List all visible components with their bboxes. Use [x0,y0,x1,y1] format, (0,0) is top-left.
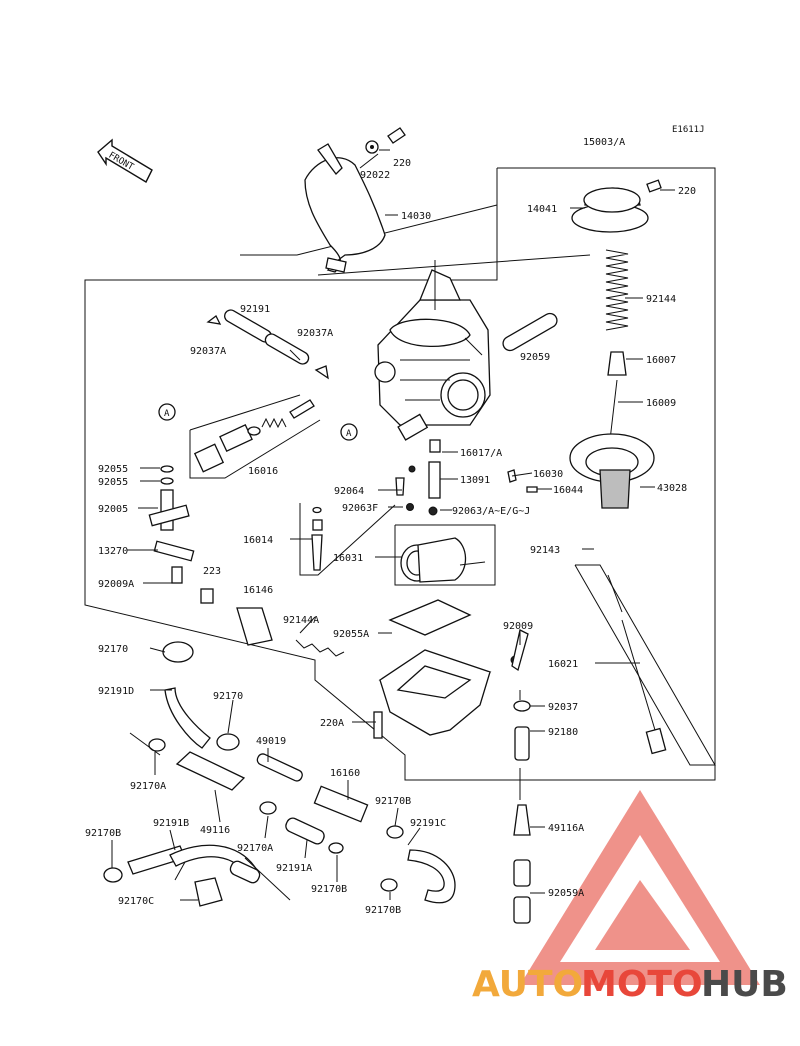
label-92191a: 92191A [276,863,312,874]
label-49116: 49116 [200,825,230,836]
leader-lines [111,149,675,901]
needle-drawing [607,351,627,441]
intake-16031-drawing [400,537,486,583]
label-16031: 16031 [333,553,363,564]
label-92191-top: 92191 [240,304,270,315]
label-92063a-eg-j: 92063/A~E/G~J [452,506,530,517]
label-92005: 92005 [98,504,128,515]
watermark-auto: AUTO [472,964,583,1005]
label-43028: 43028 [657,483,687,494]
label-220-cap: 220 [678,186,696,197]
label-92055-upper: 92055 [98,464,128,475]
right-column-parts-drawing [513,700,531,924]
label-92144a: 92144A [283,615,319,626]
top-cap-drawing [571,179,662,233]
watermark-text: AUTO MOTO HUB [472,964,788,1005]
label-92191d: 92191D [98,686,134,697]
diagram-reference-code: E1611J [672,125,705,135]
part-labels: 220 92022 14030 15003/A 220 14041 92144 … [85,137,696,916]
label-16160: 16160 [330,768,360,779]
float-bowl-drawing [236,599,529,739]
label-16044: 16044 [553,485,583,496]
label-92037: 92037 [548,702,578,713]
pipe-92059-drawing [502,312,558,352]
label-92055a: 92055A [333,629,369,640]
carburetor-body-drawing [374,260,491,441]
spring-drawing [605,249,629,331]
needle-16021-drawing [607,574,667,755]
label-92191b: 92191B [153,818,189,829]
label-15003a: 15003/A [583,137,625,148]
label-92059: 92059 [520,352,550,363]
label-92009: 92009 [503,621,533,632]
svg-text:A: A [346,429,352,439]
label-220a: 220A [320,718,344,729]
reference-marker-a: A A [158,403,358,441]
watermark-hub: HUB [701,964,788,1005]
front-arrow-icon: FRONT [97,138,153,183]
label-49019: 49019 [256,736,286,747]
label-92055-lower: 92055 [98,477,128,488]
label-49116a: 49116A [548,823,584,834]
cover-part-drawing [304,127,406,273]
watermark-logo [520,790,760,985]
label-16009: 16009 [646,398,676,409]
label-92191c: 92191C [410,818,446,829]
label-92009a: 92009A [98,579,134,590]
label-16030: 16030 [533,469,563,480]
label-14041: 14041 [527,204,557,215]
label-92170b-bottom: 92170B [365,905,401,916]
label-92170a-left: 92170A [130,781,166,792]
label-92180: 92180 [548,727,578,738]
label-16017a: 16017/A [460,448,502,459]
label-16016: 16016 [248,466,278,477]
label-16021: 16021 [548,659,578,670]
label-92170-top: 92170 [98,644,128,655]
jet-set-16014-drawing [311,439,538,571]
svg-text:A: A [164,409,170,419]
label-16146: 16146 [243,585,273,596]
screw-set-16016-drawing [193,399,315,473]
label-92170-mid: 92170 [213,691,243,702]
label-92022: 92022 [360,170,390,181]
label-16007: 16007 [646,355,676,366]
label-92170c: 92170C [118,896,154,907]
fitting-92005-drawing [148,465,214,604]
label-14030: 14030 [401,211,431,222]
watermark-moto: MOTO [581,964,703,1005]
label-13091: 13091 [460,475,490,486]
fuel-hoses-drawing [103,641,456,907]
label-13270: 13270 [98,546,128,557]
assembly-outline [84,167,716,781]
label-92064: 92064 [334,486,364,497]
label-16014: 16014 [243,535,273,546]
label-92143: 92143 [530,545,560,556]
label-92170b-mid: 92170B [375,796,411,807]
label-92144: 92144 [646,294,676,305]
label-92037a-left: 92037A [190,346,226,357]
label-92170b-lower: 92170B [311,884,347,895]
label-92037a-right: 92037A [297,328,333,339]
label-92059a: 92059A [548,888,584,899]
diaphragm-drawing [569,433,655,509]
label-92170a-mid: 92170A [237,843,273,854]
label-92170b-left: 92170B [85,828,121,839]
hose-92191-drawing [206,309,329,380]
label-92063f: 92063F [342,503,378,514]
label-220-top: 220 [393,158,411,169]
label-223: 223 [203,566,221,577]
